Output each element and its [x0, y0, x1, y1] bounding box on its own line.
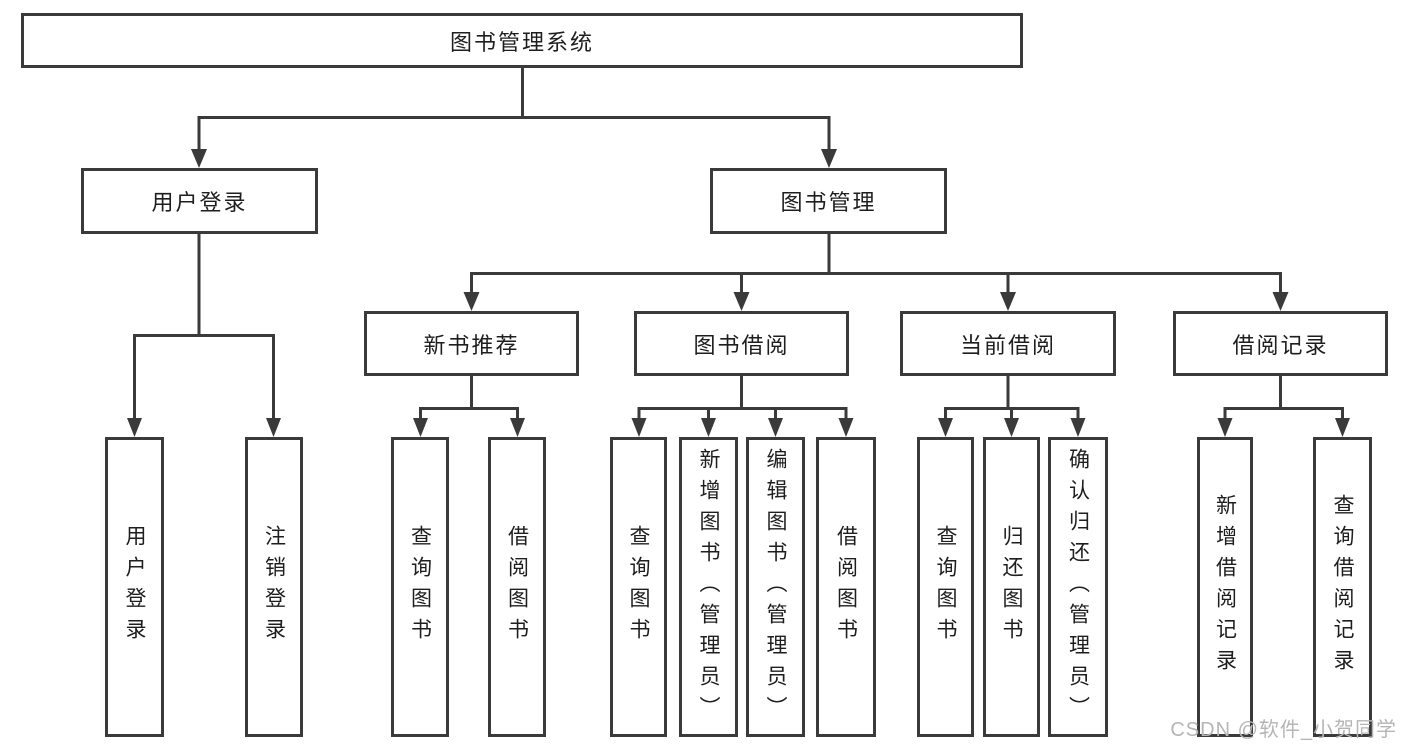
- leaf-logout: 注销登录: [245, 437, 303, 737]
- connector-new-book-recommend: [419, 376, 519, 420]
- node-label: 用户登录: [151, 190, 248, 215]
- node-new-book-recommend: 新书推荐: [364, 311, 579, 376]
- connector-root: [197, 68, 831, 151]
- leaf-query-books-borrow: 查询图书: [610, 437, 667, 737]
- leaf-label: 新增借阅记录: [1213, 494, 1237, 680]
- connector-borrow-records: [1223, 376, 1344, 420]
- leaf-borrow-books-recommend: 借阅图书: [488, 437, 546, 737]
- leaf-add-borrow-record: 新增借阅记录: [1197, 437, 1253, 737]
- connector-book-management: [470, 233, 1282, 294]
- leaf-edit-book-admin: 编辑图书（管理员）: [746, 437, 805, 737]
- leaf-label: 确认归还（管理员）: [1066, 447, 1090, 727]
- leaf-borrow-books: 借阅图书: [816, 437, 876, 737]
- leaf-label: 用户登录: [123, 525, 146, 649]
- node-label: 借阅记录: [1232, 332, 1329, 358]
- leaf-return-book: 归还图书: [983, 437, 1040, 737]
- leaf-query-books-current: 查询图书: [917, 437, 974, 737]
- node-label: 图书管理: [780, 190, 877, 215]
- node-current-borrow: 当前借阅: [900, 311, 1116, 376]
- node-label: 新书推荐: [423, 332, 520, 358]
- node-label: 当前借阅: [959, 332, 1056, 358]
- connector-user-login: [133, 233, 275, 420]
- leaf-label: 查询借阅记录: [1331, 494, 1354, 680]
- node-label: 图书管理系统: [449, 29, 594, 55]
- leaf-query-borrow-record: 查询借阅记录: [1313, 437, 1372, 737]
- leaf-label: 编辑图书（管理员）: [764, 447, 787, 727]
- node-book-borrow: 图书借阅: [634, 311, 849, 376]
- watermark: CSDN @软件_小贺同学: [1170, 719, 1397, 741]
- leaf-label: 查询图书: [934, 525, 957, 649]
- node-label: 图书借阅: [693, 332, 790, 358]
- leaf-label: 查询图书: [627, 525, 650, 649]
- leaf-label: 新增图书（管理员）: [697, 447, 720, 727]
- node-user-login: 用户登录: [81, 168, 318, 234]
- leaf-label: 注销登录: [262, 525, 286, 649]
- leaf-label: 借阅图书: [505, 525, 529, 649]
- leaf-label: 借阅图书: [834, 525, 858, 649]
- leaf-label: 查询图书: [408, 525, 432, 649]
- node-library-management-system: 图书管理系统: [21, 13, 1023, 68]
- connector-book-borrow: [637, 376, 848, 420]
- leaf-label: 归还图书: [1000, 525, 1023, 649]
- leaf-add-book-admin: 新增图书（管理员）: [679, 437, 738, 737]
- node-borrow-records: 借阅记录: [1173, 311, 1388, 376]
- leaf-confirm-return-admin: 确认归还（管理员）: [1048, 437, 1108, 737]
- leaf-user-login: 用户登录: [105, 437, 164, 737]
- leaf-query-books-recommend: 查询图书: [391, 437, 449, 737]
- connector-current-borrow: [944, 376, 1080, 420]
- node-book-management: 图书管理: [710, 168, 947, 234]
